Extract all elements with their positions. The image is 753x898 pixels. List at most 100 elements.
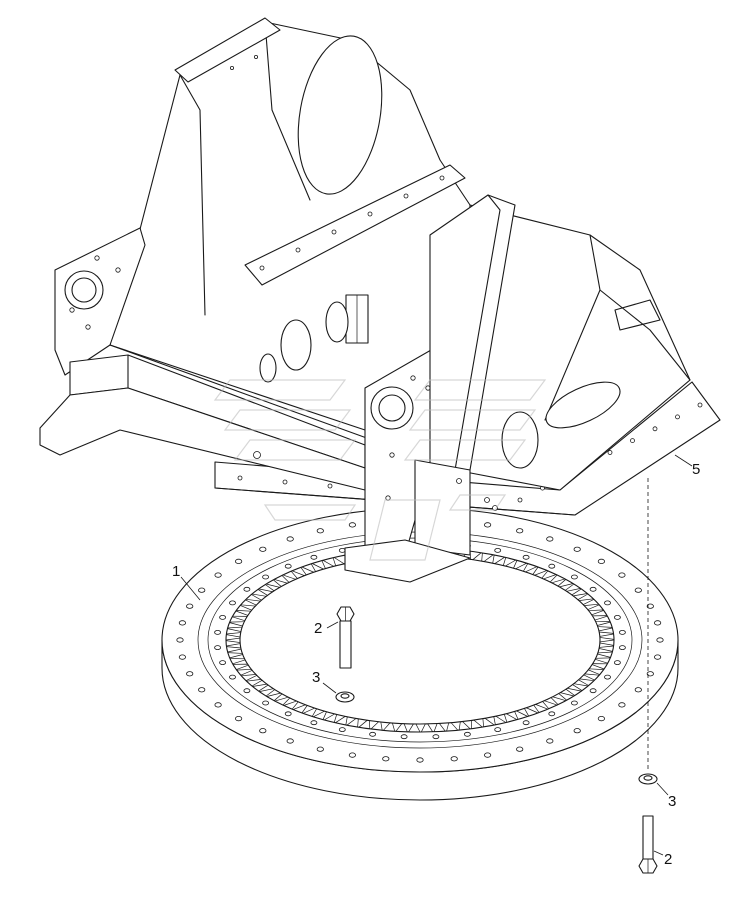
callout-label-3-upper: 3 [312,669,320,686]
inner-bolt-hole [214,630,222,635]
callout-5: 5 [674,454,700,478]
outer-bolt-hole [286,536,294,542]
washer-upper [335,691,355,703]
outer-bolt-hole [186,603,194,609]
flange-bolt-hole [675,414,680,420]
crossbeam-hole [259,265,265,271]
crossbeam-holes [259,175,445,271]
flange-bolt-hole [517,497,523,503]
outer-bolt-hole [618,702,626,708]
outer-bolt-holes [176,517,664,763]
inner-bolt-hole [229,600,236,606]
inner-bolt-hole [604,674,611,680]
inner-bolt-hole [522,720,530,726]
outer-bolt-hole [348,522,356,528]
outer-bolt-hole [316,746,324,752]
inner-bolt-hole [262,700,270,706]
crossbeam-hole [439,175,445,181]
outer-bolt-hole [653,620,662,626]
callout-label-5: 5 [692,461,700,478]
outer-bolt-hole [316,528,324,534]
inner-bolt-hole [571,700,578,706]
outer-bolt-hole [178,654,186,660]
callout-label-2-upper: 2 [314,620,322,637]
outer-bolt-hole [198,587,206,593]
flange-bolt-hole [697,402,703,408]
inner-bolt-hole [548,563,556,569]
outer-bolt-hole [348,752,356,758]
inner-bolt-hole [614,615,621,620]
inner-bolt-hole [219,660,227,665]
inner-bolt-hole [243,688,251,694]
inner-bolt-hole [262,574,270,580]
outer-bolt-hole [618,572,626,578]
inner-bolt-holes [214,540,626,740]
inner-bolt-hole [369,731,377,737]
outer-bolt-hole [483,522,492,528]
inner-bolt-hole [589,688,597,694]
outer-bolt-hole [235,715,243,722]
outer-bolt-hole [546,738,554,744]
outer-bolt-hole [597,715,606,722]
flange-bolt-hole [630,438,635,444]
inner-bolt-hole [432,734,440,740]
outer-bolt-hole [646,603,654,609]
inner-bolt-hole [338,727,346,732]
outer-bolt-hole [656,637,664,643]
outer-bolt-hole [573,728,581,734]
outer-bolt-hole [483,752,492,758]
callout-label-2-lower: 2 [664,851,672,868]
inner-bolt-hole [589,586,597,592]
outer-bolt-hole [214,572,222,578]
outer-bolt-hole [176,637,184,643]
flange-bolt-hole [237,475,243,481]
crossbeam-hole [331,229,337,235]
washer-lower [638,773,658,785]
outer-bolt-hole [178,620,186,626]
outer-bolt-hole [653,654,662,660]
callout-1: 1 [172,563,201,601]
outer-bolt-hole [597,558,606,565]
flange-bolt-hole [327,483,333,489]
flange-bolt-hole [282,479,288,485]
callout-2-lower: 2 [653,850,672,868]
inner-bolt-hole [310,720,318,726]
inner-bolt-hole [284,563,292,569]
outer-bolt-hole [286,738,294,744]
inner-bolt-hole [400,734,408,740]
callout-3-lower: 3 [656,782,676,810]
inner-bolt-hole [494,727,502,732]
inner-bolt-hole [284,711,292,717]
outer-bolt-hole [416,757,424,763]
inner-bolt-hole [463,731,471,737]
callout-label-3-lower: 3 [668,793,676,810]
outer-bolt-hole [186,671,194,677]
outer-bolt-hole [259,546,267,552]
outer-bolt-hole [516,528,524,534]
inner-bolt-hole [571,574,578,580]
inner-bolt-hole [229,674,236,680]
crossbeam-hole [295,247,301,253]
inner-bolt-hole [494,548,502,553]
inner-bolt-hole [219,615,227,620]
flange-bolt-hole [652,426,658,432]
outer-bolt-hole [646,671,654,677]
inner-bolt-hole [310,554,318,560]
turntable-frame [39,17,721,583]
watermark-logo [213,379,547,561]
flange-bolt-hole [607,450,613,455]
inner-bolt-hole [619,645,626,650]
outer-bolt-hole [198,687,206,693]
callout-2-upper: 2 [314,620,339,637]
inner-bolt-hole [243,586,251,592]
outer-bolt-hole [516,746,524,752]
outer-bolt-hole [382,756,390,762]
inner-bolt-hole [338,548,346,553]
inner-bolt-hole [548,711,556,717]
outer-bolt-hole [634,687,642,693]
outer-bolt-hole [214,702,222,708]
outer-bolt-hole [573,546,581,552]
inner-bolt-hole [604,600,611,606]
outer-bolt-hole [546,536,554,542]
